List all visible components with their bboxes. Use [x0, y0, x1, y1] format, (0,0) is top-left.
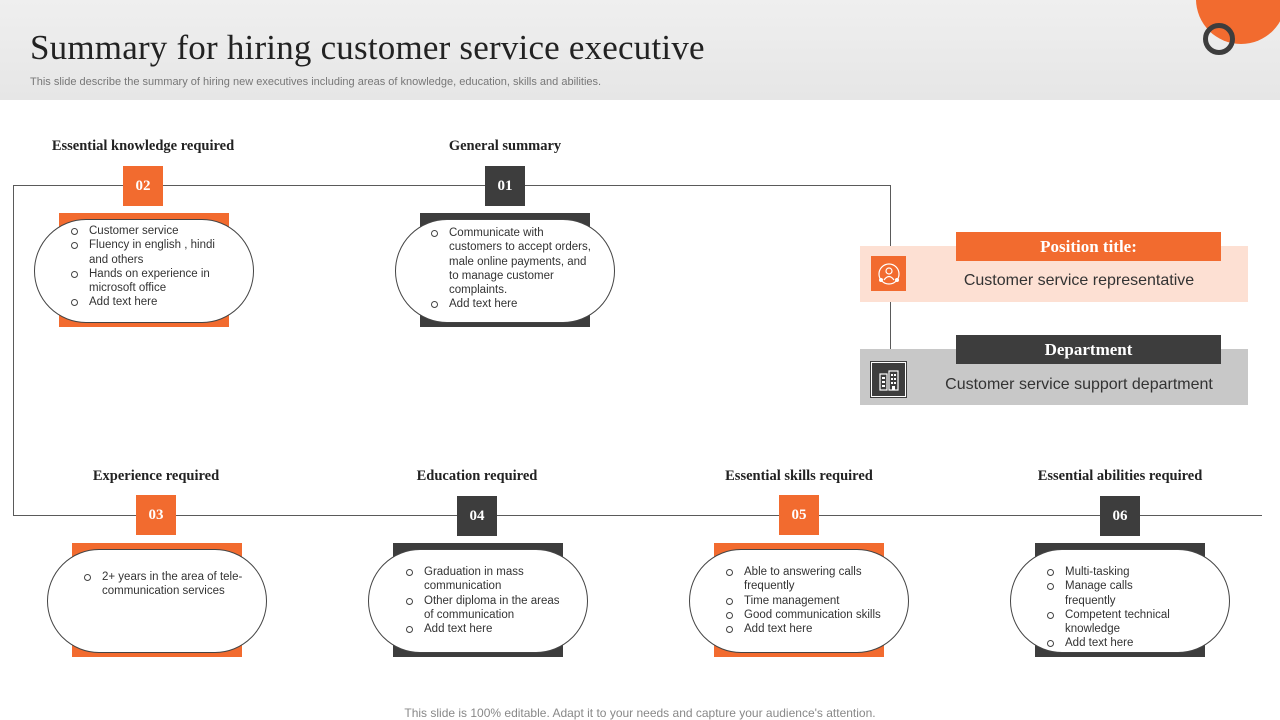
card-pill [47, 549, 267, 653]
summary-number-badge: 01 [485, 166, 525, 206]
list-item[interactable]: Add text here [431, 297, 591, 311]
list-item[interactable]: Customer service [71, 224, 226, 238]
experience-title[interactable]: Experience required [92, 468, 220, 484]
list-item[interactable]: Fluency in english , hindi and others [71, 238, 226, 267]
connector-left [13, 185, 14, 516]
list-item[interactable]: Add text here [1047, 636, 1186, 650]
page-subtitle[interactable]: This slide describe the summary of hirin… [30, 76, 602, 88]
knowledge-list: Customer service Fluency in english , hi… [71, 224, 226, 310]
knowledge-title[interactable]: Essential knowledge required [51, 138, 235, 154]
card-pill [1010, 549, 1230, 653]
abilities-title[interactable]: Essential abilities required [1037, 468, 1203, 484]
card-pill [34, 219, 254, 323]
summary-card: Communicate with customers to accept ord… [395, 213, 615, 329]
list-item[interactable]: Able to answering calls frequently [726, 565, 895, 594]
education-title[interactable]: Education required [416, 468, 538, 484]
skills-card: Able to answering calls frequently Time … [689, 543, 909, 659]
connector-top [13, 185, 891, 186]
connector-bottom [13, 515, 1262, 516]
experience-card: 2+ years in the area of tele-communicati… [47, 543, 267, 659]
card-pill [368, 549, 588, 653]
list-item[interactable]: Time management [726, 594, 895, 608]
knowledge-card: Customer service Fluency in english , hi… [34, 213, 254, 329]
list-item[interactable]: Graduation in mass communication [406, 565, 570, 594]
list-item[interactable]: Multi-tasking [1047, 565, 1186, 579]
education-card: Graduation in mass communication Other d… [368, 543, 588, 659]
education-number-badge: 04 [457, 496, 497, 536]
page-title[interactable]: Summary for hiring customer service exec… [30, 28, 705, 67]
list-item[interactable]: Add text here [406, 622, 570, 636]
position-value[interactable]: Customer service representative [963, 272, 1195, 289]
person-network-icon [871, 256, 906, 291]
abilities-card: Multi-tasking Manage calls frequently Co… [1010, 543, 1230, 659]
header-band [0, 0, 1280, 100]
summary-title[interactable]: General summary [448, 138, 562, 154]
ring-icon [1203, 23, 1235, 55]
list-item[interactable]: Good communication skills [726, 608, 895, 622]
abilities-number-badge: 06 [1100, 496, 1140, 536]
list-item[interactable]: 2+ years in the area of tele-communicati… [84, 570, 253, 599]
list-item[interactable]: Add text here [726, 622, 895, 636]
education-list: Graduation in mass communication Other d… [406, 565, 570, 636]
list-item[interactable]: Other diploma in the areas of communicat… [406, 594, 570, 623]
experience-list: 2+ years in the area of tele-communicati… [84, 570, 253, 599]
abilities-list: Multi-tasking Manage calls frequently Co… [1047, 565, 1186, 651]
list-item[interactable]: Add text here [71, 295, 226, 309]
knowledge-number-badge: 02 [123, 166, 163, 206]
list-item[interactable]: Communicate with customers to accept ord… [431, 226, 591, 297]
footer-note[interactable]: This slide is 100% editable. Adapt it to… [404, 706, 876, 720]
position-label[interactable]: Position title: [956, 232, 1221, 261]
list-item[interactable]: Competent technical knowledge [1047, 608, 1186, 637]
skills-title[interactable]: Essential skills required [725, 468, 873, 484]
department-value[interactable]: Customer service support department [945, 376, 1213, 393]
list-item[interactable]: Hands on experience in microsoft office [71, 267, 226, 296]
summary-list: Communicate with customers to accept ord… [431, 226, 591, 312]
building-icon [870, 361, 907, 398]
card-pill [689, 549, 909, 653]
department-label[interactable]: Department [956, 335, 1221, 364]
skills-list: Able to answering calls frequently Time … [726, 565, 895, 636]
list-item[interactable]: Manage calls frequently [1047, 579, 1186, 608]
experience-number-badge: 03 [136, 495, 176, 535]
skills-number-badge: 05 [779, 495, 819, 535]
